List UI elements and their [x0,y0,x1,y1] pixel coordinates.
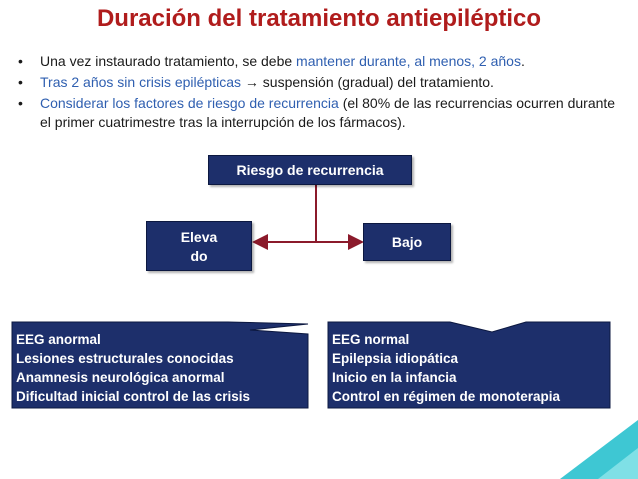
bullet-1-text-a: Una vez instaurado tratamiento, se debe [40,53,297,69]
bullet-1-highlight: mantener durante, al menos, 2 años [296,53,521,69]
high-risk-label-line1: Eleva [180,229,218,245]
risk-box: Riesgo de recurrencia [208,155,412,185]
high-factor-3: Anamnesis neurológica anormal [16,370,225,385]
high-risk-label-line2: do [190,248,208,264]
low-factor-4: Control en régimen de monoterapia [332,389,561,404]
slide-title: Duración del tratamiento antiepiléptico [96,5,542,32]
high-risk-callout: EEG anormal Lesiones estructurales conoc… [10,320,310,412]
low-risk-callout-shape [327,321,611,409]
bullet-2-highlight: Tras 2 años sin crisis epilépticas [40,74,242,90]
bullet-list: Una vez instaurado tratamiento, se debe … [16,52,616,134]
bullet-3-text: (el 80% de las recurrencias ocurren dura… [40,95,616,130]
high-factor-1: EEG anormal [16,332,101,347]
bullet-item-1: Una vez instaurado tratamiento, se debe … [16,52,616,71]
bullet-2-text: → suspensión (gradual) del tratamiento. [241,74,494,90]
high-risk-callout-shape [11,321,309,409]
low-risk-box: Bajo [363,223,451,261]
bullet-1-text-b: . [520,53,525,69]
low-risk-callout-text: EEG normal Epilepsia idiopática Inicio e… [332,330,560,406]
low-factor-2: Epilepsia idiopática [332,351,459,366]
low-risk-callout: EEG normal Epilepsia idiopática Inicio e… [326,320,612,412]
high-risk-callout-text: EEG anormal Lesiones estructurales conoc… [16,330,250,406]
high-factor-2: Lesiones estructurales conocidas [16,351,234,366]
low-factor-1: EEG normal [332,332,410,347]
high-risk-box: Eleva do [146,221,252,271]
bullet-3-highlight: Considerar los factores de riesgo de rec… [40,95,339,111]
high-factor-4: Dificultad inicial control de las crisis [16,389,251,404]
bullet-item-2: Tras 2 años sin crisis epilépticas → sus… [16,73,616,92]
bullet-item-3: Considerar los factores de riesgo de rec… [16,94,616,132]
low-factor-3: Inicio en la infancia [332,370,457,385]
